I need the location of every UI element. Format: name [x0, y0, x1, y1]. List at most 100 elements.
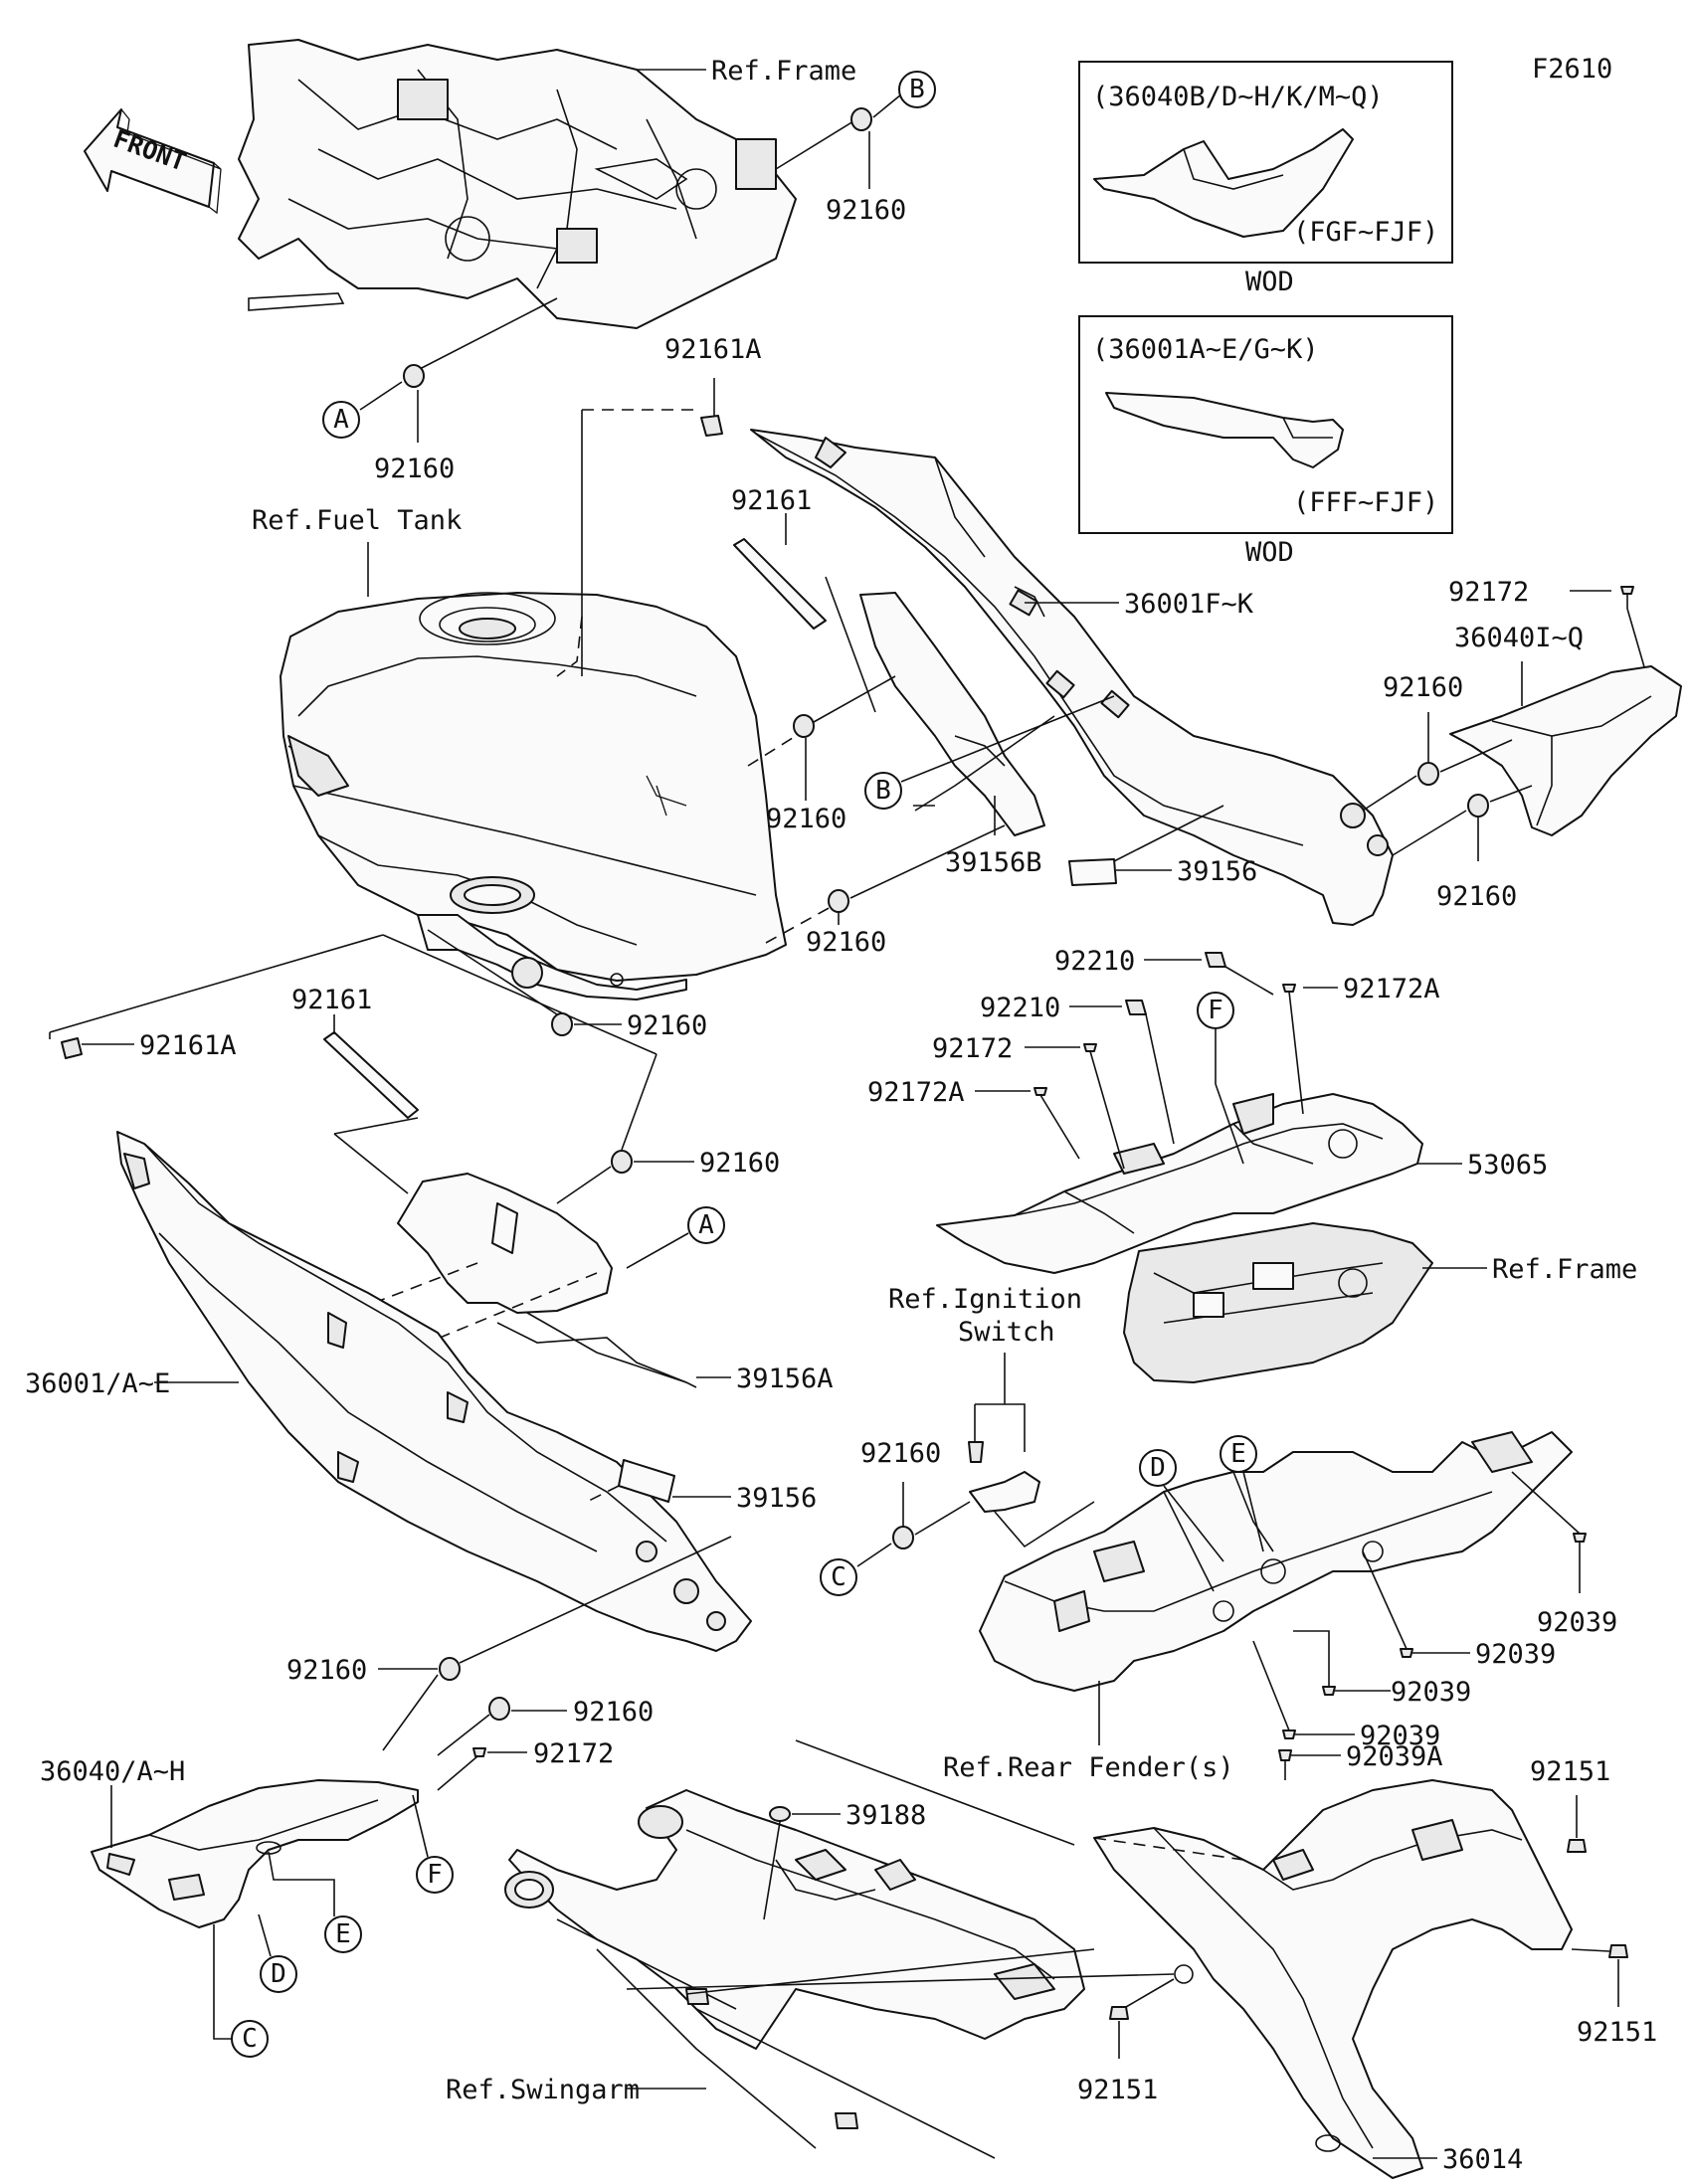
part-92160-c1: 92160 [766, 804, 846, 834]
part-39156-right: 39156 [1177, 856, 1257, 887]
clip-92161a-left [61, 1037, 83, 1059]
grommet-92160-low2 [488, 1697, 510, 1721]
part-92160-low2: 92160 [573, 1697, 654, 1728]
grommet-92160-c1 [793, 714, 815, 738]
ref-ignition-label: Ref.Ignition [888, 1284, 1082, 1315]
svg-text:D: D [271, 1959, 286, 1989]
grommet-92160-r1 [1417, 762, 1439, 786]
part-92151-3: 92151 [1077, 2075, 1158, 2105]
callout-f-low [416, 1856, 454, 1894]
screw-92172-low [472, 1747, 486, 1757]
nut-92210-2 [1125, 1000, 1147, 1015]
inset-cover-1 [1093, 128, 1354, 238]
front-arrow-icon: FRONT [84, 108, 222, 215]
plate-39156b [859, 592, 1045, 836]
part-92160-b: 92160 [826, 195, 906, 226]
callout-b-mid [864, 772, 902, 810]
fuel-tank [280, 592, 787, 1001]
part-92172a-2: 92172A [867, 1077, 965, 1108]
part-92210-1: 92210 [1054, 946, 1135, 977]
side-cover-36001-a-e [116, 1131, 752, 1652]
grommet-92160-a [403, 364, 425, 388]
ref-swingarm-label: Ref.Swingarm [446, 2075, 640, 2105]
grommet-92160-r2 [1467, 794, 1489, 818]
svg-text:B: B [909, 75, 925, 104]
figure-code: F2610 [1532, 54, 1612, 85]
plate-39156-left [618, 1459, 675, 1503]
svg-text:(FGF~FJF): (FGF~FJF) [1293, 217, 1438, 248]
part-36001f-k: 36001F~K [1124, 589, 1254, 620]
svg-text:D: D [1150, 1453, 1166, 1483]
svg-text:C: C [831, 1562, 846, 1592]
svg-text:F: F [427, 1860, 443, 1890]
part-36040i-q: 36040I~Q [1454, 623, 1584, 653]
part-36014: 36014 [1442, 2144, 1523, 2175]
part-92161a-top: 92161A [664, 334, 762, 365]
ignition-screw-icon [968, 1441, 984, 1463]
svg-text:(36001A~E/G~K): (36001A~E/G~K) [1092, 334, 1319, 365]
swingarm [504, 1789, 1085, 2159]
grommet-92160-low1 [439, 1657, 461, 1681]
svg-text:C: C [242, 2024, 258, 2054]
screw-92039-1 [1573, 1533, 1587, 1543]
part-92151-1: 92151 [1530, 1756, 1610, 1787]
screw-92172a-1 [1282, 984, 1296, 993]
side-cover-36001f-k [750, 429, 1394, 926]
part-92160-r1: 92160 [1383, 672, 1463, 703]
part-92161-top: 92161 [731, 485, 812, 516]
svg-text:E: E [335, 1919, 351, 1949]
ref-rear-fender-label: Ref.Rear Fender(s) [943, 1752, 1234, 1783]
svg-text:A: A [333, 405, 349, 435]
clip-92161a-top [700, 415, 723, 437]
part-92160-low1: 92160 [286, 1655, 367, 1686]
tail-cover-36040-a-h [91, 1779, 419, 1928]
ref-ignition-switch-label: Switch [958, 1317, 1055, 1348]
screw-92039-4 [1282, 1729, 1296, 1739]
part-92160-a: 92160 [374, 454, 455, 484]
callout-c-mid [820, 1558, 857, 1596]
part-92172a-1: 92172A [1343, 974, 1440, 1004]
callout-e-low [324, 1915, 362, 1953]
guard-53065 [936, 1093, 1423, 1274]
screw-92039-2 [1400, 1648, 1413, 1658]
svg-text:(FFF~FJF): (FFF~FJF) [1293, 487, 1438, 518]
part-92160-left: 92160 [699, 1148, 780, 1179]
screw-92039-3 [1322, 1686, 1336, 1696]
svg-text:WOD: WOD [1245, 537, 1294, 568]
grommet-92160-left [611, 1150, 633, 1174]
washer-39188 [769, 1806, 791, 1822]
part-39188: 39188 [846, 1800, 926, 1831]
screw-92039a [1278, 1749, 1292, 1761]
part-92161-left: 92161 [291, 985, 372, 1015]
part-92172-right: 92172 [1448, 577, 1529, 608]
svg-text:B: B [875, 776, 891, 806]
ref-frame-top-label: Ref.Frame [711, 56, 856, 87]
bolt-92151-2 [1608, 1944, 1628, 1958]
part-92039-1: 92039 [1537, 1607, 1617, 1638]
part-92172-low: 92172 [533, 1738, 614, 1769]
grommet-92160-ign [892, 1526, 914, 1549]
screw-92172-right [1620, 586, 1634, 595]
fender-36014 [1093, 1779, 1573, 2179]
ref-fuel-tank-label: Ref.Fuel Tank [252, 505, 462, 536]
ref-frame-mid-label: Ref.Frame [1492, 1254, 1637, 1285]
inset-cover-2 [1105, 392, 1344, 468]
part-92210-2: 92210 [980, 993, 1060, 1023]
tail-cover-36040i-q [1449, 665, 1682, 836]
frame-top [238, 39, 797, 329]
callout-a-mid [687, 1206, 725, 1244]
part-39156b: 39156B [945, 847, 1042, 878]
part-92161a-left: 92161A [139, 1030, 237, 1061]
svg-text:E: E [1230, 1439, 1246, 1469]
svg-text:(36040B/D~H/K/M~Q): (36040B/D~H/K/M~Q) [1092, 82, 1384, 112]
callout-b-top [898, 71, 936, 108]
part-92039-3: 92039 [1391, 1677, 1471, 1708]
part-92151-2: 92151 [1577, 2017, 1657, 2048]
part-92160-r2: 92160 [1436, 881, 1517, 912]
svg-text:A: A [698, 1210, 714, 1240]
part-92160-tank: 92160 [627, 1010, 707, 1041]
bolt-92151-1 [1567, 1839, 1587, 1853]
part-92160-ign: 92160 [860, 1438, 941, 1469]
